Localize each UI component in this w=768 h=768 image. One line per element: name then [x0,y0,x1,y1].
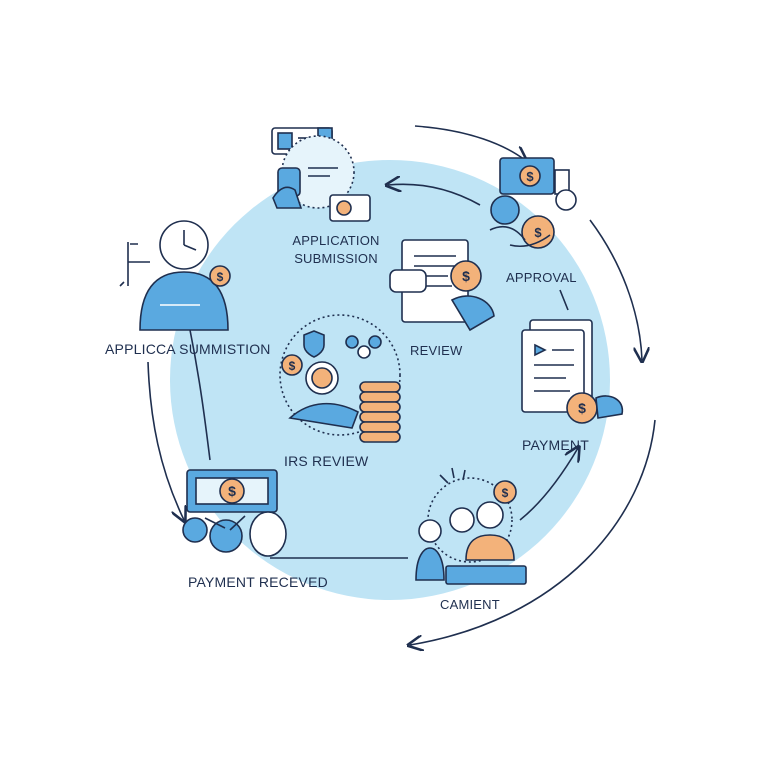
label-approval: APPROVAL [506,270,577,285]
connector-left [189,329,211,461]
label-payment-received: PAYMENT RECEVED [188,574,328,590]
dollar-icon: $ [526,169,534,184]
application-submission-icon [271,127,371,222]
currency-glyphs: $ $ $ $ $ $ $ $ [217,169,586,500]
label-application-line1: APPLICATION [292,233,380,248]
camient-icon [415,467,527,585]
review-icon [389,239,495,332]
label-irs-review: IRS REVIEW [284,453,369,469]
arrow-bottom-right [410,419,656,645]
label-application-submission: APPLICATION SUBMISSION [266,232,406,268]
arrow-right-down [589,219,642,360]
arrow-inner-top [388,184,481,206]
label-review: REVIEW [410,343,463,358]
payment-icon [521,319,624,424]
dollar-icon: $ [502,486,509,500]
cycle-arrows [147,125,656,645]
payment-received-icon [182,469,287,557]
arrow-left-down [147,361,184,520]
coin-stack [359,381,401,443]
connector-approval [559,289,569,311]
dollar-icon: $ [289,359,296,373]
dollar-icon: $ [462,268,470,284]
dollar-icon: $ [578,400,586,416]
irs-review-icon [279,314,401,443]
dollar-icon: $ [534,225,542,240]
label-submission-line2: SUBMISSION [294,251,378,266]
arrow-top-right [414,125,525,160]
dollar-icon: $ [228,483,236,499]
label-camient: CAMIENT [440,597,500,612]
dollar-icon: $ [217,270,224,284]
approval-icon [489,157,577,249]
label-payment: PAYMENT [522,437,589,453]
arrow-inner-right [519,448,578,521]
label-applicca-summistion: APPLICCA SUMMISTION [105,341,271,357]
person-clock-icon [119,220,231,331]
